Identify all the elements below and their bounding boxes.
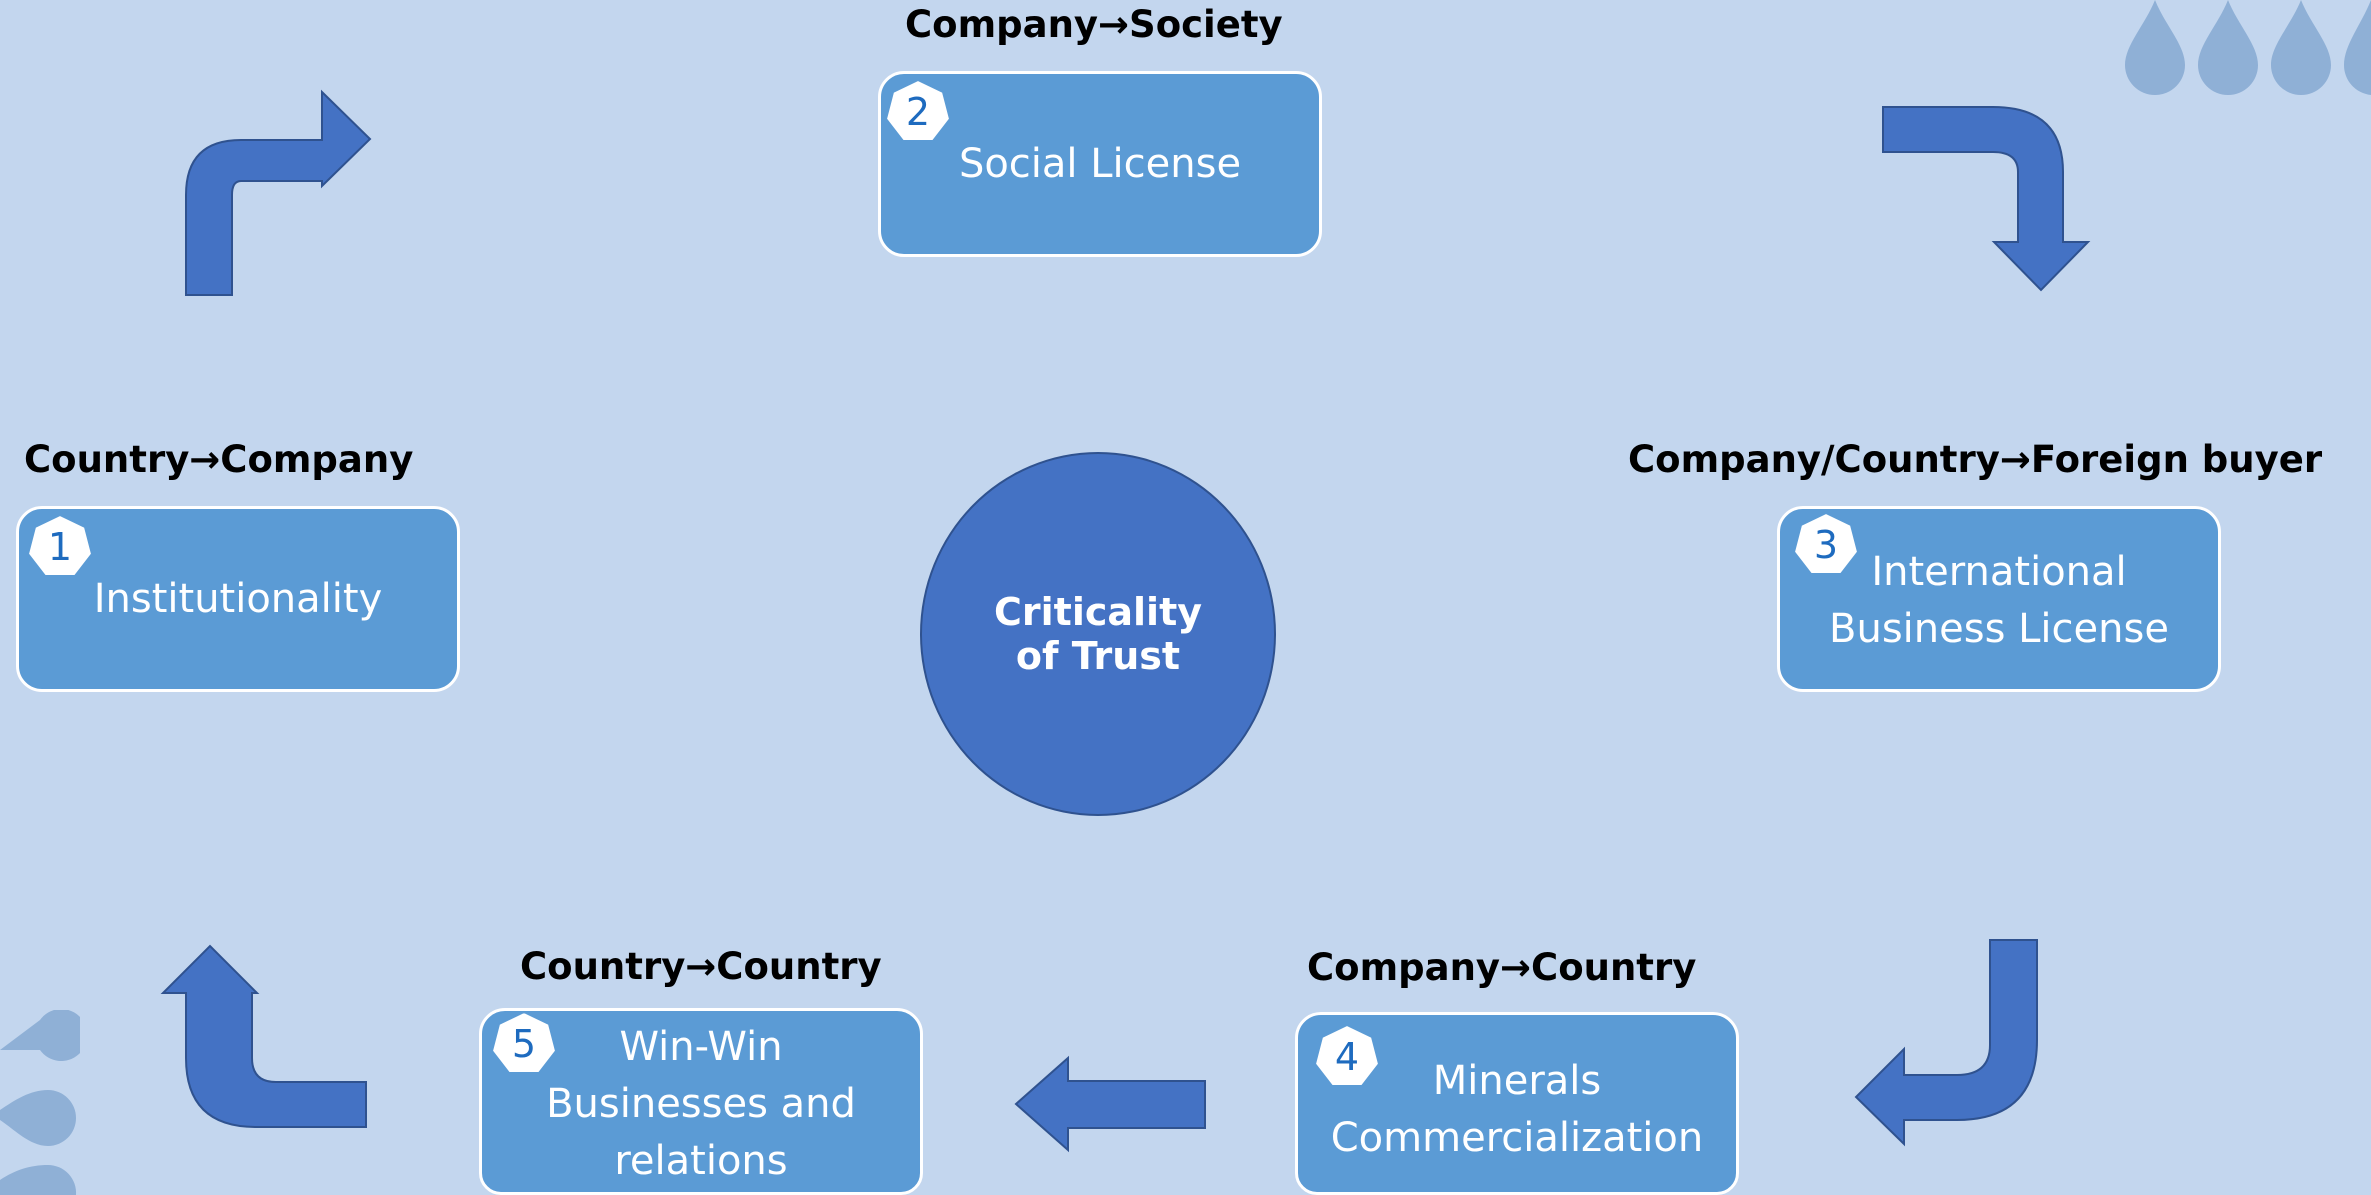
droplet-icon bbox=[2343, 0, 2371, 95]
node-label: Social License bbox=[958, 141, 1242, 187]
curved-arrow-icon bbox=[160, 944, 367, 1128]
node-label: Institutionality bbox=[93, 576, 383, 622]
droplet-decoration-top-right bbox=[2125, 0, 2371, 95]
relation-label-1: Country→Company bbox=[24, 438, 414, 481]
badge-2: 2 bbox=[884, 78, 952, 146]
badge-number: 5 bbox=[511, 1022, 537, 1066]
droplet-icon bbox=[2198, 0, 2258, 95]
curved-arrow-icon bbox=[1882, 106, 2091, 292]
relation-label-2: Company→Society bbox=[905, 3, 1283, 46]
node-label: International Business License bbox=[1829, 549, 2169, 652]
badge-number: 4 bbox=[1334, 1035, 1360, 1079]
node-label: Minerals Commercialization bbox=[1330, 1058, 1704, 1161]
center-label: Criticality of Trust bbox=[994, 590, 1202, 678]
straight-arrow-icon bbox=[1014, 1055, 1206, 1153]
relation-label-5: Country→Country bbox=[520, 945, 882, 988]
badge-1: 1 bbox=[26, 513, 94, 581]
heptagon-badge-icon bbox=[1792, 511, 1860, 575]
badge-4: 4 bbox=[1313, 1023, 1381, 1091]
relation-label-4: Company→Country bbox=[1307, 946, 1697, 989]
relation-label-3: Company/Country→Foreign buyer bbox=[1628, 438, 2323, 481]
droplet-icon bbox=[2271, 0, 2331, 95]
curved-arrow-icon bbox=[1854, 939, 2038, 1147]
badge-number: 1 bbox=[47, 525, 73, 569]
droplet-icon bbox=[0, 1164, 77, 1195]
node-social-license: Social License bbox=[878, 71, 1322, 257]
node-international-business-license: International Business License bbox=[1777, 506, 2221, 692]
badge-number: 2 bbox=[905, 90, 931, 134]
badge-3: 3 bbox=[1792, 511, 1860, 579]
node-label: Win-Win Businesses and relations bbox=[546, 1024, 856, 1184]
badge-5: 5 bbox=[490, 1010, 558, 1078]
node-institutionality: Institutionality bbox=[16, 506, 460, 692]
droplet-decoration-bottom-left bbox=[0, 1010, 80, 1195]
droplet-icon bbox=[0, 1010, 80, 1061]
heptagon-badge-icon bbox=[1313, 1023, 1381, 1087]
center-circle: Criticality of Trust bbox=[920, 452, 1276, 816]
heptagon-badge-icon bbox=[490, 1010, 558, 1074]
heptagon-badge-icon bbox=[884, 78, 952, 142]
heptagon-badge-icon bbox=[26, 513, 94, 577]
droplet-icon bbox=[0, 1090, 76, 1146]
badge-number: 3 bbox=[1813, 523, 1839, 567]
curved-arrow-icon bbox=[185, 89, 372, 296]
droplet-icon bbox=[2125, 0, 2185, 95]
